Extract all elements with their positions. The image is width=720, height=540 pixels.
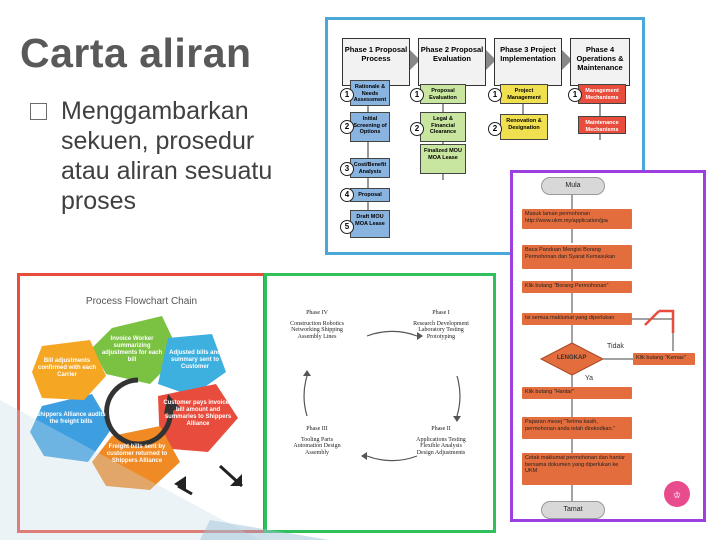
flow-side-step: Klik butang "Kemas" [633,353,695,365]
bullet-text: Menggambarkan [61,97,249,125]
bullet-list: Menggambarkan sekuen, prosedur atau alir… [30,96,300,216]
chain-title: Process Flowchart Chain [85,296,198,307]
flow-end: Tamat [541,501,605,519]
step-project-management: Project Management [500,84,548,104]
flow-connectors: ♔ [539,193,690,507]
step-proposal-evaluation: Proposal Evaluation [420,84,466,104]
step-number: 1 [410,88,424,102]
chain-segment-1: Invoice Worker summarizing adjustments f… [101,336,163,363]
phase-name: Phase I [432,310,450,316]
chain-segment-4: Freight bills sent by customer returned … [106,444,168,464]
step-number: 5 [340,220,354,234]
step-maintenance-mechanisms: Maintenance Mechanisms [578,116,626,134]
phase-items: Research Development Laboratory Testing … [413,320,469,340]
phase-cycle-diagram: Phase IV Construction Robotics Networkin… [264,273,496,533]
chain-segment-2: Adjusted bills and summary sent to Custo… [169,350,221,370]
step-proposal: Proposal [350,188,390,202]
phase-3-header: Phase 3 Project Implementation [494,38,562,86]
flow-step-1: Masuk laman permohonan http://www.ukm.my… [522,209,632,229]
flow-step-7: Cetak maklumat permohonan dan hantar ber… [522,453,632,485]
cycle-phase-1: Phase I Research Development Laboratory … [413,310,469,340]
step-finalized: Finalized MOU MOA Lease [420,144,466,174]
process-chain-diagram: Process Flowchart Chain Invoice Worker s… [17,273,266,533]
step-screening: Initial Screening of Options [350,112,390,142]
phase-2-header: Phase 2 Proposal Evaluation [418,38,486,86]
flow-start: Mula [541,177,605,195]
cycle-phase-3: Phase III Tooling Parts Automation Desig… [289,426,345,456]
slide-title: Carta aliran [20,30,252,76]
step-number: 2 [410,122,424,136]
chain-segment-6: Bill adjustments confirmed with each Car… [37,358,96,378]
phase-4-header: Phase 4 Operations & Maintenance [570,38,630,86]
flow-step-6: Paparan mesej "Terima kasih, permohonan … [522,417,632,439]
cycle-arrows [303,330,461,462]
chain-hexagons [30,316,244,496]
phase-items: Applications Testing Flexible Analysis D… [416,436,466,456]
cycle-phase-2: Phase II Applications Testing Flexible A… [413,426,469,456]
step-legal-clearance: Legal & Financial Clearance [420,112,466,142]
flow-decision: LENGKAP [557,355,587,361]
flow-step-2: Baca Panduan Mengisi Borang Permohonan d… [522,245,632,269]
step-number: 4 [340,188,354,202]
step-renovation: Renovation & Designation [500,114,548,140]
chain-segment-3: Customer pays invoiced bill amount and s… [163,400,233,427]
phase-name: Phase III [306,426,328,432]
phases-diagram: Phase 1 Proposal Process Phase 2 Proposa… [325,17,645,255]
flow-step-4: Isi semua maklumat yang diperlukan [522,313,632,325]
flow-no-label: Tidak [607,343,624,350]
step-rationale: Rationale & Needs Assessment [350,80,390,106]
svg-text:♔: ♔ [673,491,681,501]
step-number: 1 [568,88,582,102]
phase-items: Construction Robotics Networking Shippin… [290,320,344,340]
phase-1-header: Phase 1 Proposal Process [342,38,410,86]
flow-yes-label: Ya [585,375,594,382]
step-number: 3 [340,162,354,176]
phase-items: Tooling Parts Automation Design Assembly [293,436,341,456]
step-number: 2 [340,120,354,134]
cycle-phase-4: Phase IV Construction Robotics Networkin… [289,310,345,340]
phase-name: Phase II [431,426,451,432]
step-cost-benefit: Cost/Benefit Analysis [350,158,390,178]
step-management-mechanisms: Management Mechanisms [578,84,626,104]
phase-name: Phase IV [306,310,328,316]
step-draft: Draft MOU MOA Lease [350,210,390,238]
flow-step-3: Klik butang "Borang Permohonan" [522,281,632,293]
step-number: 1 [488,88,502,102]
flow-step-5: Klik butang "Hantar" [522,387,632,399]
bullet-box-icon [30,103,47,120]
application-flowchart: ♔ Mula Masuk laman permohonan http://www… [510,170,706,522]
step-number: 2 [488,122,502,136]
bullet-text-continued: sekuen, prosedur atau aliran sesuatu pro… [61,127,273,215]
step-number: 1 [340,88,354,102]
chain-segment-5: Shippers Alliance audits the freight bil… [36,412,106,425]
